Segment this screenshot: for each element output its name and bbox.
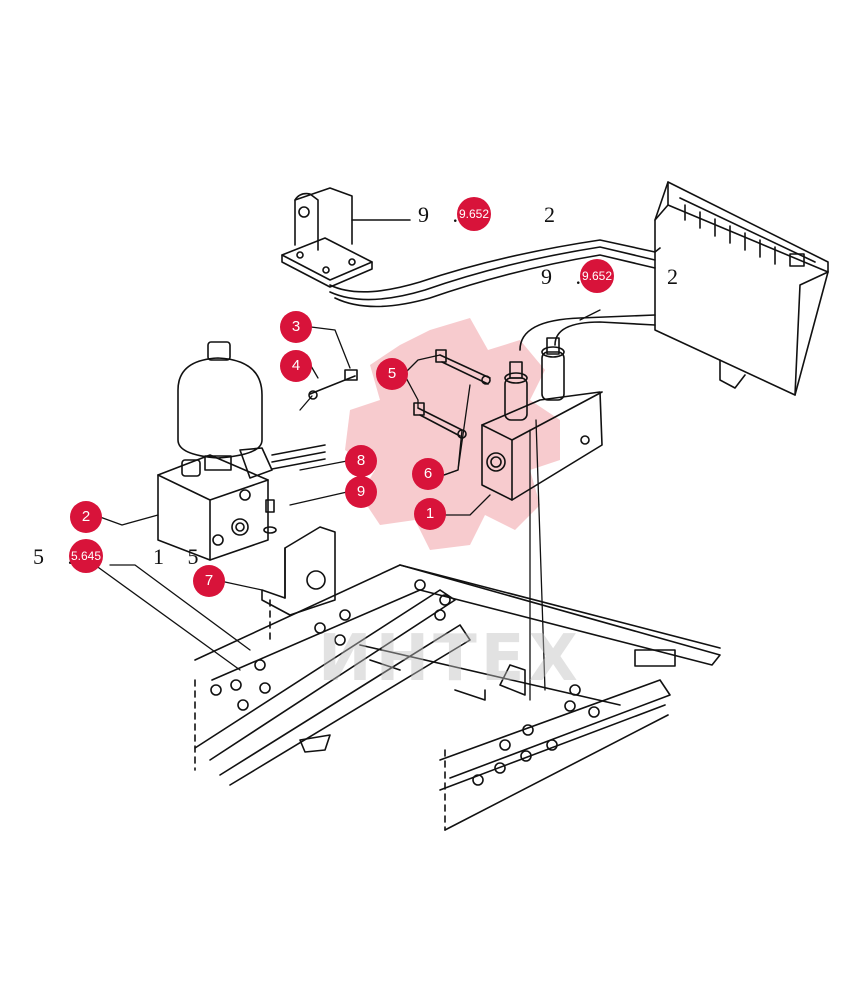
- leader-lines: [94, 309, 601, 701]
- callout-part-1[interactable]: 1: [414, 498, 446, 530]
- watermark-text: ИНТЕХ: [318, 622, 582, 696]
- callout-part-9[interactable]: 9: [345, 476, 377, 508]
- chassis-frame: [194, 564, 721, 831]
- ref-badge-left[interactable]: 5.645: [69, 539, 103, 573]
- control-unit: [654, 181, 829, 396]
- ref-badge-mid[interactable]: 9.652: [580, 259, 614, 293]
- cable-harness: [329, 239, 661, 351]
- valve-block: [481, 337, 603, 501]
- upper-bracket: [281, 187, 411, 288]
- ref-label-mid[interactable]: 9 . 2: [541, 264, 687, 290]
- callout-part-6[interactable]: 6: [412, 458, 444, 490]
- ref-label-top[interactable]: 9 . 2: [418, 202, 564, 228]
- ref-badge-top[interactable]: 9.652: [457, 197, 491, 231]
- mounting-bracket: [261, 526, 336, 616]
- ref-suffix: 1 5: [153, 544, 208, 569]
- callout-part-5[interactable]: 5: [376, 358, 408, 390]
- callout-part-7[interactable]: 7: [193, 565, 225, 597]
- ref-suffix: 2: [667, 264, 687, 289]
- accumulator-valve: [157, 341, 326, 561]
- callout-part-3[interactable]: 3: [280, 311, 312, 343]
- callout-part-2[interactable]: 2: [70, 501, 102, 533]
- callout-part-8[interactable]: 8: [345, 445, 377, 477]
- callout-part-4[interactable]: 4: [280, 350, 312, 382]
- ref-prefix: 9 .: [418, 202, 467, 227]
- ref-suffix: 2: [544, 202, 564, 227]
- ref-prefix: 9 .: [541, 264, 590, 289]
- ref-prefix: 5 .: [33, 544, 82, 569]
- ref-label-left[interactable]: 5 . 1 5: [33, 544, 208, 570]
